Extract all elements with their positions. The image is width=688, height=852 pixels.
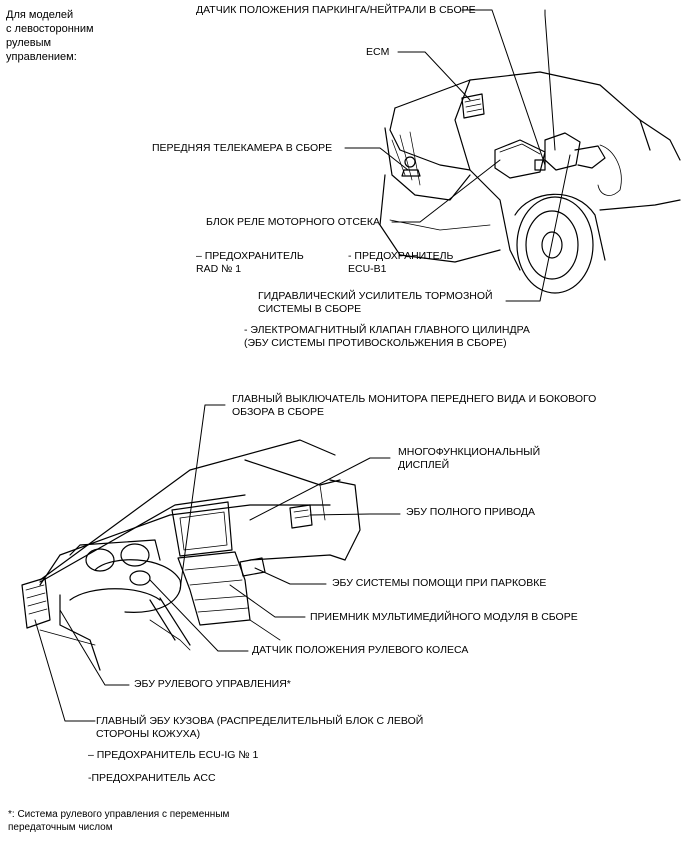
label-line: ГИДРАВЛИЧЕСКИЙ УСИЛИТЕЛЬ ТОРМОЗНОЙ [258, 290, 493, 302]
label-line: ГЛАВНЫЙ ЭБУ КУЗОВА (РАСПРЕДЕЛИТЕЛЬНЫЙ БЛ… [96, 715, 424, 727]
leader-lines [34, 9, 571, 722]
label-fuse-rad: – ПРЕДОХРАНИТЕЛЬ RAD № 1 [196, 250, 304, 276]
header-line: управлением: [6, 51, 77, 63]
label-fuse-ecu-ig: – ПРЕДОХРАНИТЕЛЬ ECU-IG № 1 [88, 749, 259, 761]
label-line: МНОГОФУНКЦИОНАЛЬНЫЙ [398, 446, 541, 458]
label-line: ДИСПЛЕЙ [398, 459, 450, 471]
label-line: ОБЗОРА В СБОРЕ [232, 406, 325, 418]
dashboard-illustration [21, 439, 361, 671]
label-line: – ПРЕДОХРАНИТЕЛЬ [196, 250, 304, 262]
label-line: ГЛАВНЫЙ ВЫКЛЮЧАТЕЛЬ МОНИТОРА ПЕРЕДНЕГО В… [232, 393, 597, 405]
footnote-line: передаточным числом [8, 822, 113, 833]
label-park-sensor: ДАТЧИК ПОЛОЖЕНИЯ ПАРКИНГА/НЕЙТРАЛИ В СБО… [196, 4, 476, 16]
label-fuse-ecu-b1: - ПРЕДОХРАНИТЕЛЬ ECU-B1 [348, 250, 453, 276]
label-line: СТОРОНЫ КОЖУХА) [96, 728, 201, 740]
header-line: с левосторонним [6, 23, 94, 35]
label-multi-display: МНОГОФУНКЦИОНАЛЬНЫЙ ДИСПЛЕЙ [398, 446, 540, 472]
label-line: (ЭБУ СИСТЕМЫ ПРОТИВОСКОЛЬЖЕНИЯ В СБОРЕ) [244, 337, 507, 349]
label-fuse-acc: -ПРЕДОХРАНИТЕЛЬ ACC [88, 772, 216, 784]
label-multimedia: ПРИЕМНИК МУЛЬТИМЕДИЙНОГО МОДУЛЯ В СБОРЕ [310, 611, 578, 623]
footnote: *: Система рулевого управления с перемен… [8, 808, 229, 834]
header-line: Для моделей [6, 9, 74, 21]
label-main-switch: ГЛАВНЫЙ ВЫКЛЮЧАТЕЛЬ МОНИТОРА ПЕРЕДНЕГО В… [232, 393, 596, 419]
label-awd-ecu: ЭБУ ПОЛНОГО ПРИВОДА [406, 506, 536, 518]
label-relay-block: БЛОК РЕЛЕ МОТОРНОГО ОТСЕКА [206, 216, 381, 228]
header-note: Для моделей с левосторонним рулевым упра… [6, 8, 94, 64]
label-steering-sensor: ДАТЧИК ПОЛОЖЕНИЯ РУЛЕВОГО КОЛЕСА [252, 644, 469, 656]
vehicle-front-illustration [379, 71, 681, 294]
label-line: - ЭЛЕКТРОМАГНИТНЫЙ КЛАПАН ГЛАВНОГО ЦИЛИН… [244, 324, 530, 336]
label-ecm: ECM [366, 46, 390, 58]
label-line: ECU-B1 [348, 263, 387, 275]
label-brake-booster: ГИДРАВЛИЧЕСКИЙ УСИЛИТЕЛЬ ТОРМОЗНОЙ СИСТЕ… [258, 290, 493, 316]
label-line: - ПРЕДОХРАНИТЕЛЬ [348, 250, 454, 262]
label-front-camera: ПЕРЕДНЯЯ ТЕЛЕКАМЕРА В СБОРЕ [152, 142, 333, 154]
label-line: RAD № 1 [196, 263, 242, 275]
header-line: рулевым [6, 37, 52, 49]
label-line: СИСТЕМЫ В СБОРЕ [258, 303, 362, 315]
label-solenoid: - ЭЛЕКТРОМАГНИТНЫЙ КЛАПАН ГЛАВНОГО ЦИЛИН… [244, 324, 530, 350]
label-steering-ecu: ЭБУ РУЛЕВОГО УПРАВЛЕНИЯ* [134, 678, 291, 690]
footnote-line: *: Система рулевого управления с перемен… [8, 809, 230, 820]
label-parking-assist: ЭБУ СИСТЕМЫ ПОМОЩИ ПРИ ПАРКОВКЕ [332, 577, 547, 589]
label-body-ecu: ГЛАВНЫЙ ЭБУ КУЗОВА (РАСПРЕДЕЛИТЕЛЬНЫЙ БЛ… [96, 715, 423, 741]
